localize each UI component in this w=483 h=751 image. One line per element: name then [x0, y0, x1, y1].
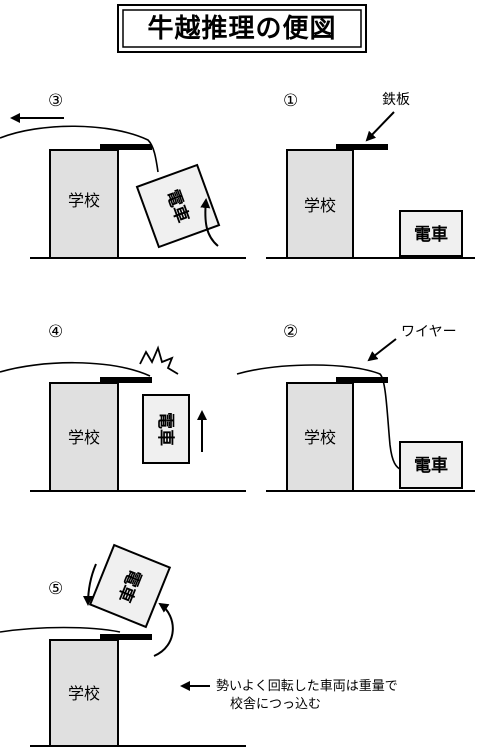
wire	[0, 361, 151, 377]
wire	[0, 125, 159, 173]
train-label: 電車	[414, 455, 448, 476]
caption-line-1: 勢いよく回転した車両は重量で	[216, 678, 398, 694]
panel-step-2: ② ワイヤー 学校 電車	[236, 322, 475, 492]
step-number-1: ①	[283, 91, 298, 111]
upward-curved-arrow	[200, 198, 219, 247]
train-car	[399, 210, 463, 257]
school-label: 学校	[68, 684, 100, 703]
school-building	[49, 639, 119, 747]
iron-plate	[100, 144, 152, 150]
wire	[0, 626, 121, 633]
rotation-curved-arrow	[153, 602, 174, 657]
school-building	[286, 149, 354, 259]
school-label: 学校	[68, 191, 100, 210]
step-number-2: ②	[283, 322, 298, 342]
panel-step-1: ① 鉄板 学校 電車	[266, 91, 475, 259]
step-number-5: ⑤	[48, 579, 63, 599]
wire-pointer-arrow	[367, 338, 397, 362]
caption-line-2: 校舎につっ込む	[230, 696, 321, 712]
downward-curved-arrow	[83, 563, 97, 606]
iron-plate	[336, 377, 388, 383]
train-car-rotating: 電車	[88, 543, 172, 629]
iron-plate	[100, 377, 152, 383]
panel-step-3: ③ 学校 電車	[0, 91, 246, 259]
panel-step-5: ⑤ 電車 学校 勢いよく回転した車両は重量で 校舎につっ込む	[0, 543, 398, 747]
train-label: 電車	[414, 224, 448, 245]
wire-label: ワイヤー	[401, 324, 457, 340]
iron-plate-label: 鉄板	[382, 92, 410, 108]
page-title: 牛越推理の便図	[147, 14, 336, 44]
panel-step-4: ④ 学校 電車	[0, 322, 246, 492]
train-car	[399, 441, 463, 489]
school-label: 学校	[304, 428, 336, 447]
school-building	[49, 382, 119, 492]
title-box: 牛越推理の便図	[117, 4, 367, 53]
iron-plate-pointer-arrow	[365, 111, 395, 142]
train-car-tilted: 電車	[135, 163, 221, 249]
iron-plate	[100, 634, 152, 640]
train-label-vertical: 電車	[155, 412, 176, 446]
train-car	[142, 394, 190, 464]
step-number-4: ④	[48, 322, 63, 342]
step-number-3: ③	[48, 91, 63, 111]
iron-plate	[336, 144, 388, 150]
school-building	[49, 149, 119, 259]
school-building	[286, 382, 354, 492]
impact-burst-icon	[139, 345, 179, 375]
school-label: 学校	[304, 196, 336, 215]
school-label: 学校	[68, 428, 100, 447]
